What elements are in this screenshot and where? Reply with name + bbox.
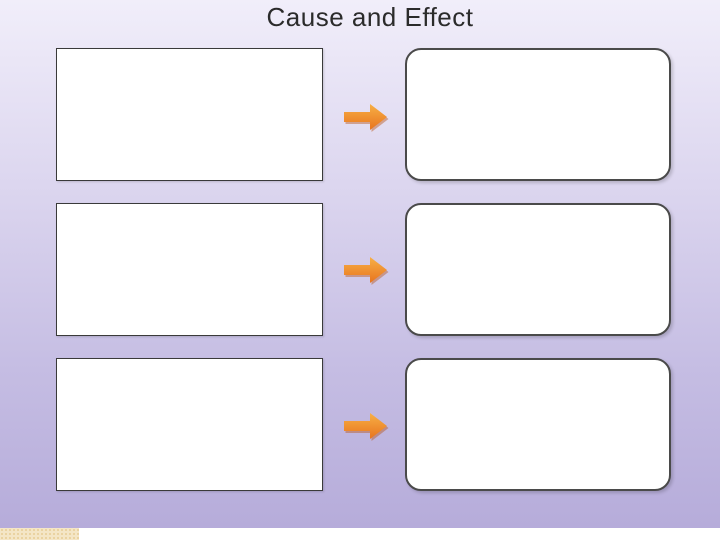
effect-box-1 [405,48,671,181]
page-title: Cause and Effect [266,2,474,32]
right-arrow-icon [344,257,389,285]
bottom-strip [0,528,720,540]
effect-box-2 [405,203,671,336]
right-arrow-icon [344,104,389,132]
effect-box-3 [405,358,671,491]
cause-box-2 [56,203,323,336]
cause-box-1 [56,48,323,181]
corner-decoration [0,528,79,540]
slide-background: Cause and Effect [0,0,720,528]
right-arrow-icon [344,413,389,441]
cause-box-3 [56,358,323,491]
